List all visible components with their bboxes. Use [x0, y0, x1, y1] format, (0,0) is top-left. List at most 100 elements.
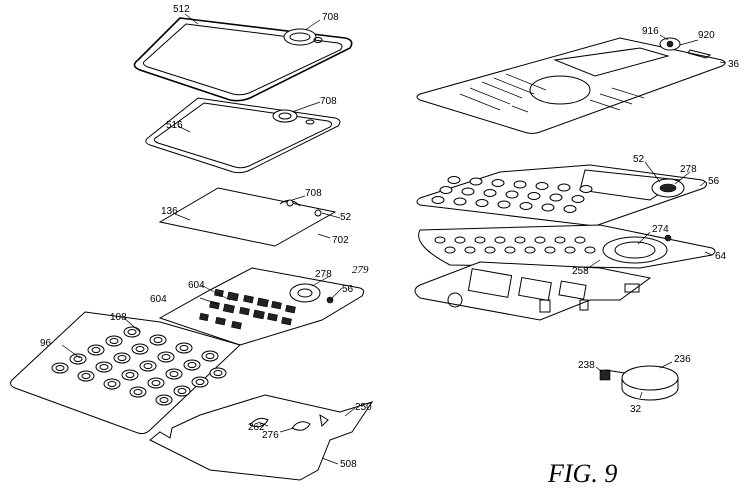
- keypad-key-inner: [107, 381, 117, 387]
- keymat-hole: [439, 186, 453, 194]
- keypad-key-inner: [109, 338, 119, 344]
- keymat-hole: [549, 193, 563, 202]
- keypad-key-inner: [195, 379, 205, 385]
- leader-lines: [61, 13, 727, 465]
- label-238: 238: [578, 360, 595, 371]
- keypad-key-inner: [161, 354, 171, 360]
- keymat-hole: [519, 202, 533, 210]
- keymat-holes: [431, 176, 593, 213]
- board-pad: [504, 246, 516, 254]
- keypad-key: [139, 360, 157, 372]
- circuit-board-604: [158, 267, 365, 346]
- label-32: 32: [630, 404, 642, 415]
- keymat-hole: [483, 189, 497, 197]
- label-508: 508: [340, 459, 357, 470]
- keypad-key-inner: [125, 372, 135, 378]
- keypad-key-inner: [151, 380, 161, 386]
- reference-labels: 512 708 516 708 136 708 52 702 279 278 5…: [40, 4, 740, 470]
- keypad-96: [10, 311, 241, 435]
- board-pad: [494, 236, 506, 244]
- keypad-key: [165, 368, 183, 380]
- keypad-key-inner: [153, 337, 163, 343]
- label-276: 276: [262, 430, 279, 441]
- label-604-a: 604: [188, 280, 205, 291]
- keypad-key: [69, 353, 87, 365]
- keypad-key: [77, 370, 95, 382]
- keypad-key-inner: [117, 355, 127, 361]
- label-708-b: 708: [320, 96, 337, 107]
- keypad-key-inner: [135, 346, 145, 352]
- board-pad: [544, 246, 556, 254]
- board-64-pads: [434, 236, 596, 254]
- label-512: 512: [173, 4, 190, 15]
- keypad-key: [95, 361, 113, 373]
- label-262: 262: [248, 422, 265, 433]
- keymat-52-board-56: [416, 164, 708, 227]
- label-708-a: 708: [322, 12, 339, 23]
- label-96: 96: [40, 338, 52, 349]
- label-250: 250: [355, 402, 372, 413]
- keymat-hole: [431, 196, 445, 204]
- keypad-key: [103, 378, 121, 390]
- keypad-key-inner: [91, 347, 101, 353]
- keypad-key-inner: [55, 365, 65, 371]
- board-pad: [434, 236, 446, 244]
- keymat-hole: [527, 192, 541, 200]
- label-56-right: 56: [708, 176, 720, 187]
- keymat-hole: [469, 177, 483, 186]
- board-64: [418, 224, 716, 269]
- label-278-left: 278: [315, 269, 332, 280]
- keypad-key: [149, 334, 167, 346]
- board-pad: [554, 236, 566, 244]
- keymat-hole: [505, 190, 519, 199]
- label-52-right: 52: [633, 154, 645, 165]
- label-236: 236: [674, 354, 691, 365]
- board-pad: [574, 236, 586, 244]
- keypad-key-inner: [177, 388, 187, 394]
- board-pad: [464, 246, 476, 254]
- keypad-key-inner: [159, 397, 169, 403]
- keypad-key: [157, 351, 175, 363]
- board-pad: [444, 246, 456, 254]
- gasket-512: [133, 17, 353, 102]
- label-52-left: 52: [340, 212, 352, 223]
- sheet-136: [158, 187, 337, 247]
- board-pad: [564, 246, 576, 254]
- board-pad: [484, 246, 496, 254]
- label-708-c: 708: [305, 188, 322, 199]
- label-278-right: 278: [680, 164, 697, 175]
- board-pad: [514, 236, 526, 244]
- keypad-key-inner: [127, 329, 137, 335]
- keypad-key: [113, 352, 131, 364]
- label-64: 64: [715, 251, 727, 262]
- keypad-key: [131, 343, 149, 355]
- keypad-key: [123, 326, 141, 338]
- keypad-keys: [51, 326, 227, 406]
- keypad-key-inner: [169, 371, 179, 377]
- keypad-key-inner: [81, 373, 91, 379]
- battery-236: [599, 365, 679, 401]
- label-702: 702: [332, 235, 349, 246]
- keymat-hole: [447, 176, 461, 184]
- keypad-key: [121, 369, 139, 381]
- keypad-key: [201, 350, 219, 362]
- keypad-key: [105, 335, 123, 347]
- keypad-key: [191, 376, 209, 388]
- label-920: 920: [698, 30, 715, 41]
- gasket-516: [145, 97, 341, 174]
- label-279: 279: [352, 264, 369, 276]
- board-pad: [454, 236, 466, 244]
- keypad-key: [129, 386, 147, 398]
- board-pad: [534, 236, 546, 244]
- board-pad: [474, 236, 486, 244]
- keymat-hole: [461, 187, 475, 196]
- keypad-key-inner: [99, 364, 109, 370]
- keymat-hole: [453, 197, 467, 206]
- keymat-hole: [557, 183, 571, 192]
- keymat-hole: [497, 200, 511, 209]
- keymat-hole: [513, 180, 527, 189]
- keymat-hole: [571, 195, 585, 203]
- keymat-hole: [535, 182, 549, 190]
- label-136: 136: [161, 206, 178, 217]
- housing-36: [416, 37, 726, 134]
